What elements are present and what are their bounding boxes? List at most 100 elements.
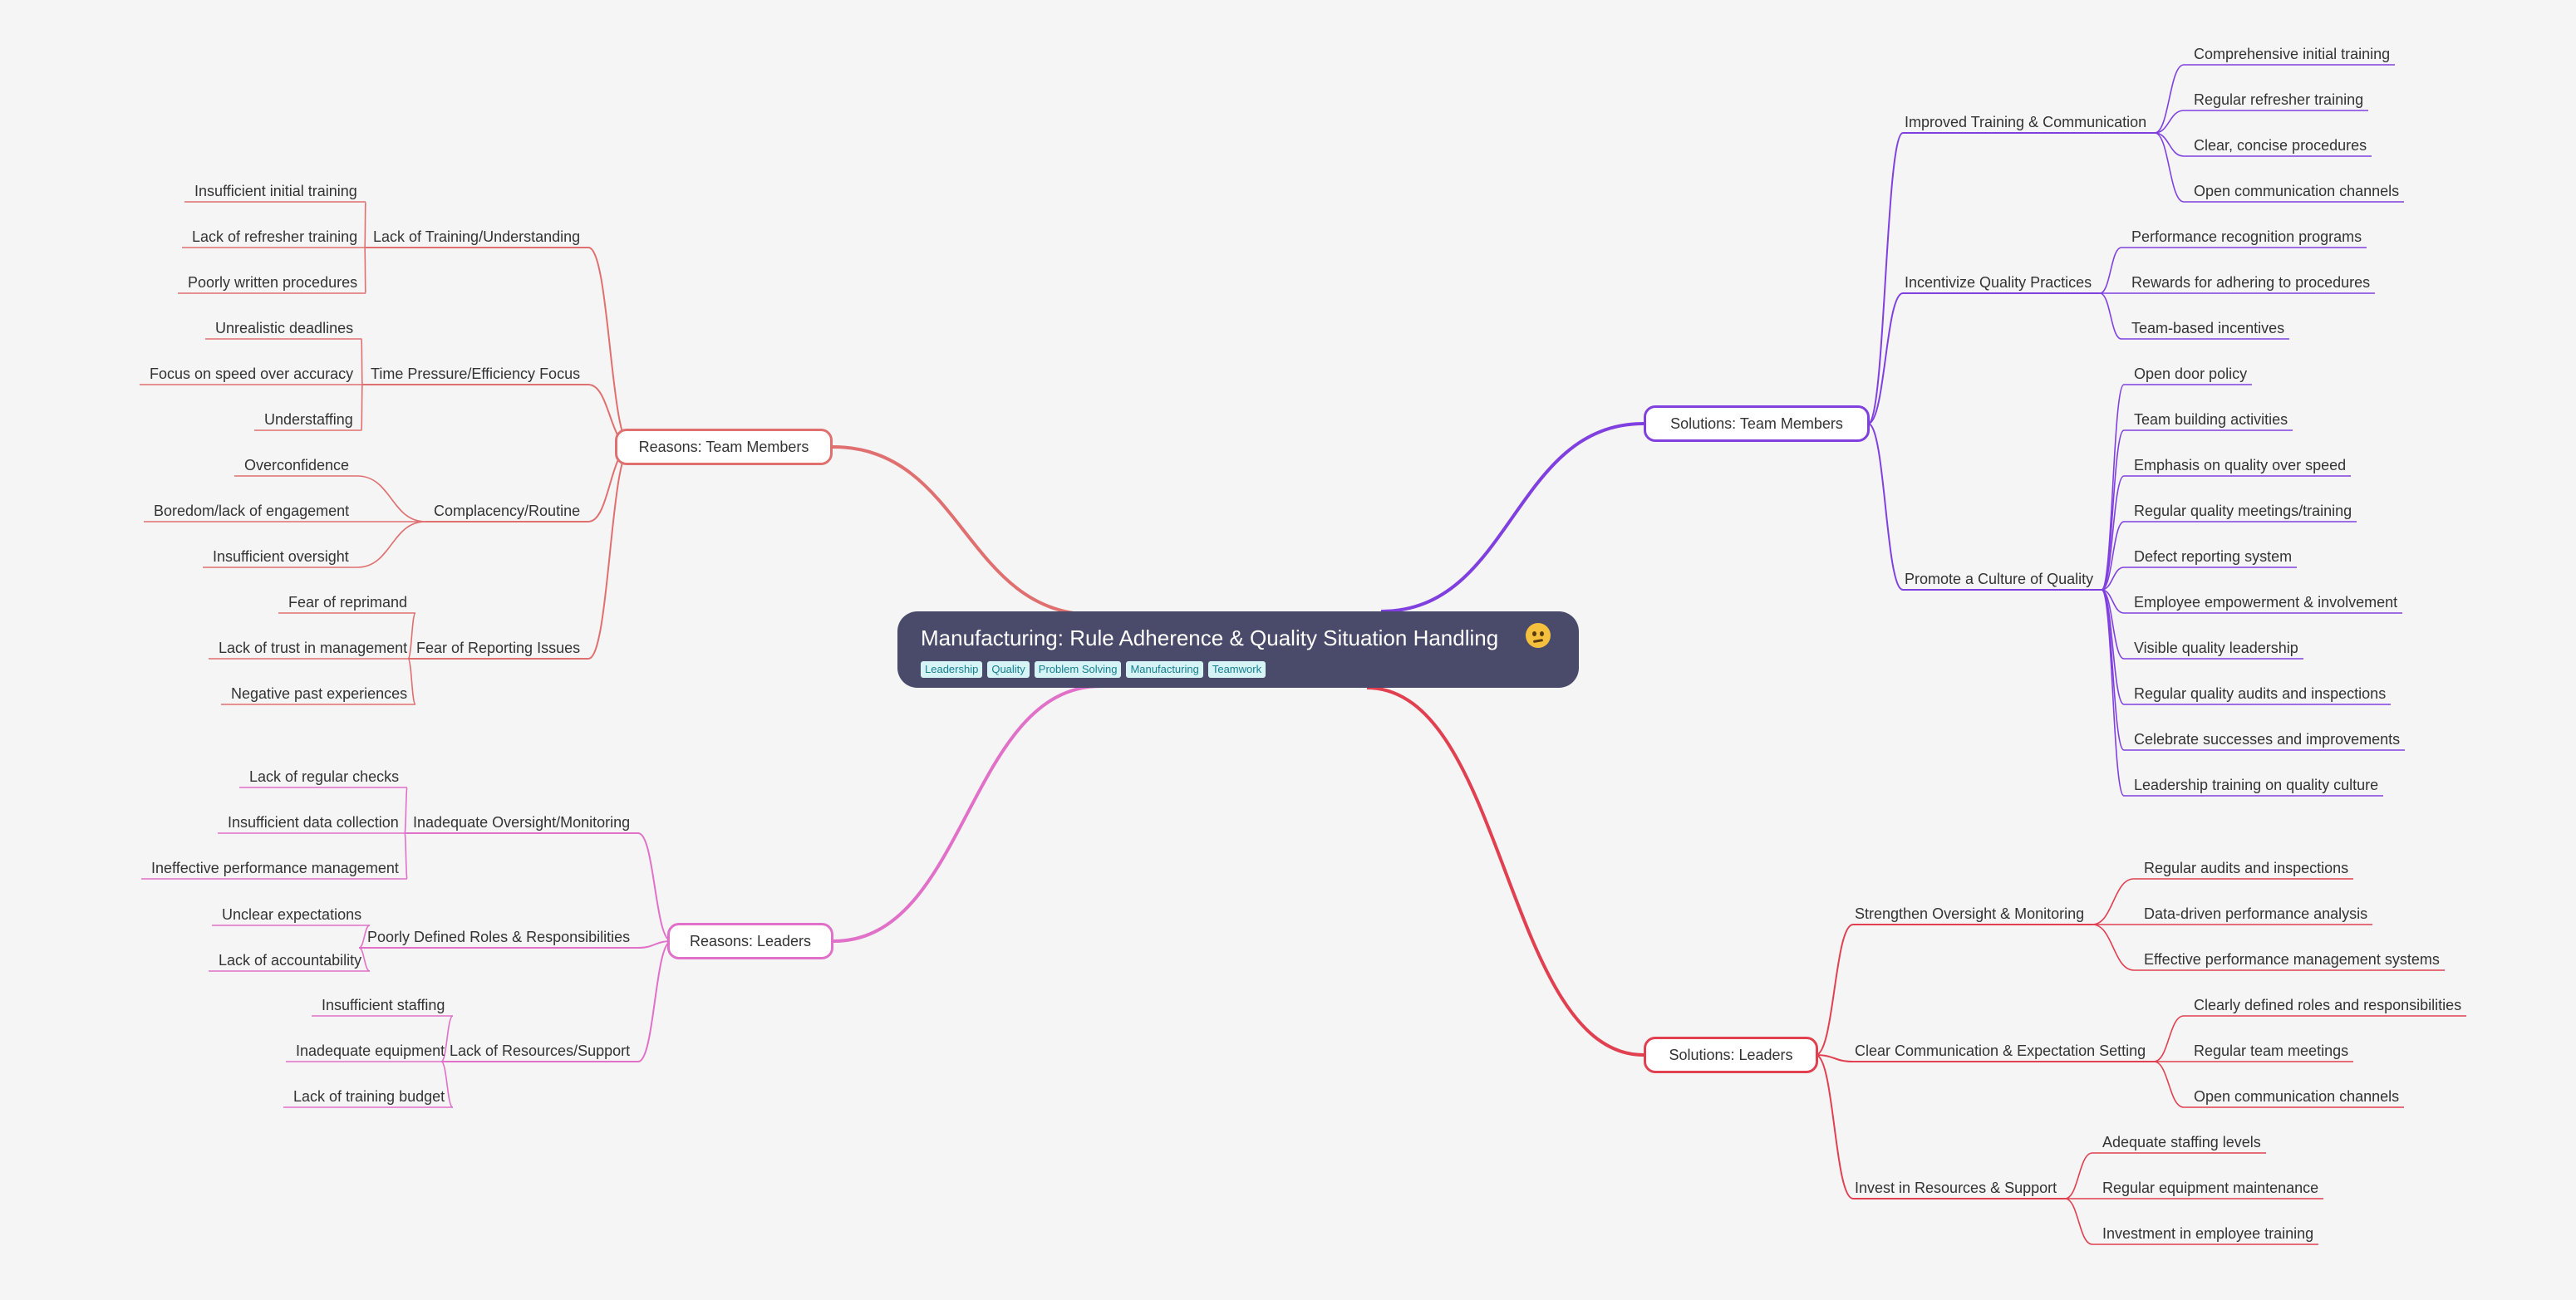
leaf-item[interactable]: Performance recognition programs [2131, 228, 2362, 245]
connector-line [2154, 132, 2185, 157]
leaf-item[interactable]: Poorly written procedures [188, 274, 358, 291]
connector-line [2101, 589, 2125, 797]
leaf-item[interactable]: Leadership training on quality culture [2134, 777, 2379, 793]
leaf-item[interactable]: Insufficient initial training [194, 183, 357, 199]
connector-line [587, 446, 632, 660]
leaf-item[interactable]: Clear, concise procedures [2194, 137, 2367, 154]
leaf-item[interactable]: Defect reporting system [2134, 548, 2293, 565]
connector-line [1867, 292, 1904, 424]
leaf-item[interactable]: Focus on speed over accuracy [150, 365, 354, 382]
group-label[interactable]: Strengthen Oversight & Monitoring [1855, 905, 2085, 922]
connector-line [407, 658, 416, 705]
tag-quality[interactable]: Quality [987, 661, 1030, 678]
tag-teamwork[interactable]: Teamwork [1207, 661, 1266, 678]
leaf-item[interactable]: Lack of training budget [293, 1088, 445, 1105]
connector-line [832, 445, 1096, 616]
leaf-item[interactable]: Regular quality audits and inspections [2134, 685, 2387, 702]
connector-line [2101, 589, 2125, 751]
root-topic[interactable]: Manufacturing: Rule Adherence & Quality … [897, 611, 1579, 688]
leaf-item[interactable]: Regular quality meetings/training [2134, 503, 2352, 519]
leaf-item[interactable]: Regular equipment maintenance [2102, 1180, 2319, 1196]
leaf-item[interactable]: Employee empowerment & involvement [2134, 594, 2398, 611]
leaf-item[interactable]: Celebrate successes and improvements [2134, 731, 2401, 748]
leaf-item[interactable]: Fear of reprimand [288, 594, 408, 611]
connector-line [2154, 132, 2185, 203]
leaf-item[interactable]: Open communication channels [2194, 183, 2400, 199]
connector-line [2153, 1061, 2185, 1108]
connector-line [440, 1061, 454, 1108]
leaf-item[interactable]: Emphasis on quality over speed [2134, 457, 2347, 473]
group-label[interactable]: Lack of Resources/Support [450, 1042, 631, 1059]
leaf-item[interactable]: Team-based incentives [2131, 320, 2285, 336]
leaf-item[interactable]: Unclear expectations [222, 906, 362, 923]
group-label[interactable]: Poorly Defined Roles & Responsibilities [367, 929, 631, 945]
leaf-item[interactable]: Overconfidence [244, 457, 350, 473]
leaf-item[interactable]: Ineffective performance management [151, 860, 399, 876]
leaf-item[interactable]: Comprehensive initial training [2194, 46, 2391, 62]
connector-line [364, 247, 366, 294]
connector-line [2092, 878, 2135, 925]
group-label[interactable]: Complacency/Routine [434, 503, 581, 519]
leaf-item[interactable]: Lack of trust in management [219, 640, 408, 656]
leaf-item[interactable]: Team building activities [2134, 411, 2288, 428]
leaf-item[interactable]: Understaffing [264, 411, 353, 428]
connector-line [2064, 1152, 2093, 1199]
connector-line [364, 201, 366, 248]
leaf-item[interactable]: Insufficient data collection [228, 814, 399, 831]
connector-line [2064, 1198, 2093, 1245]
connector-line [637, 940, 672, 1062]
connector-line [356, 521, 426, 568]
leaf-item[interactable]: Boredom/lack of engagement [154, 503, 350, 519]
group-label[interactable]: Incentivize Quality Practices [1905, 274, 2092, 291]
leaf-item[interactable]: Data-driven performance analysis [2144, 905, 2368, 922]
branch-solutions-team[interactable]: Solutions: Team Members [1644, 405, 1870, 442]
group-label[interactable]: Invest in Resources & Support [1855, 1180, 2057, 1196]
leaf-item[interactable]: Negative past experiences [231, 685, 408, 702]
tag-problem-solving[interactable]: Problem Solving [1034, 661, 1122, 678]
group-label[interactable]: Clear Communication & Expectation Settin… [1855, 1042, 2146, 1059]
thinking-face-icon [1526, 623, 1551, 648]
connector-line [358, 947, 371, 972]
leaf-item[interactable]: Open communication channels [2194, 1088, 2400, 1105]
leaf-item[interactable]: Regular audits and inspections [2144, 860, 2349, 876]
branch-reasons-team[interactable]: Reasons: Team Members [615, 429, 833, 465]
leaf-item[interactable]: Insufficient staffing [322, 997, 445, 1013]
tag-leadership[interactable]: Leadership [921, 661, 983, 678]
leaf-item[interactable]: Investment in employee training [2102, 1225, 2314, 1242]
connector-line [2099, 292, 2122, 340]
leaf-item[interactable]: Clearly defined roles and responsibiliti… [2194, 997, 2462, 1013]
connector-line [356, 475, 426, 522]
leaf-item[interactable]: Adequate staffing levels [2102, 1134, 2261, 1150]
connector-line [637, 832, 672, 942]
leaf-item[interactable]: Regular refresher training [2194, 91, 2364, 108]
tag-manufacturing[interactable]: Manufacturing [1126, 661, 1203, 678]
leaf-item[interactable]: Visible quality leadership [2134, 640, 2298, 656]
group-label[interactable]: Inadequate Oversight/Monitoring [413, 814, 631, 831]
group-label[interactable]: Promote a Culture of Quality [1905, 571, 2094, 587]
branch-solutions-leaders[interactable]: Solutions: Leaders [1644, 1037, 1818, 1073]
group-label[interactable]: Lack of Training/Understanding [373, 228, 581, 245]
connector-line [1815, 1054, 1854, 1062]
connector-line [1867, 423, 1904, 591]
leaf-item[interactable]: Effective performance management systems [2144, 951, 2440, 968]
leaf-item[interactable]: Lack of accountability [219, 952, 362, 969]
connector-line [2092, 924, 2135, 971]
branch-reasons-leaders[interactable]: Reasons: Leaders [667, 923, 833, 959]
group-label[interactable]: Improved Training & Communication [1905, 114, 2147, 130]
leaf-item[interactable]: Inadequate equipment [296, 1042, 445, 1059]
leaf-item[interactable]: Regular team meetings [2194, 1042, 2349, 1059]
connector-line [1366, 686, 1644, 1057]
connector-line [1380, 422, 1644, 613]
connector-line [404, 832, 408, 880]
leaf-item[interactable]: Insufficient oversight [213, 548, 349, 565]
connector-line [440, 1015, 454, 1062]
leaf-item[interactable]: Rewards for adhering to procedures [2131, 274, 2371, 291]
group-label[interactable]: Fear of Reporting Issues [416, 640, 581, 656]
group-label[interactable]: Time Pressure/Efficiency Focus [371, 365, 581, 382]
leaf-item[interactable]: Unrealistic deadlines [215, 320, 354, 336]
leaf-item[interactable]: Lack of refresher training [192, 228, 358, 245]
leaf-item[interactable]: Open door policy [2134, 365, 2248, 382]
connector-line [361, 384, 363, 431]
leaf-item[interactable]: Lack of regular checks [249, 768, 400, 785]
connector-line [833, 684, 1102, 943]
